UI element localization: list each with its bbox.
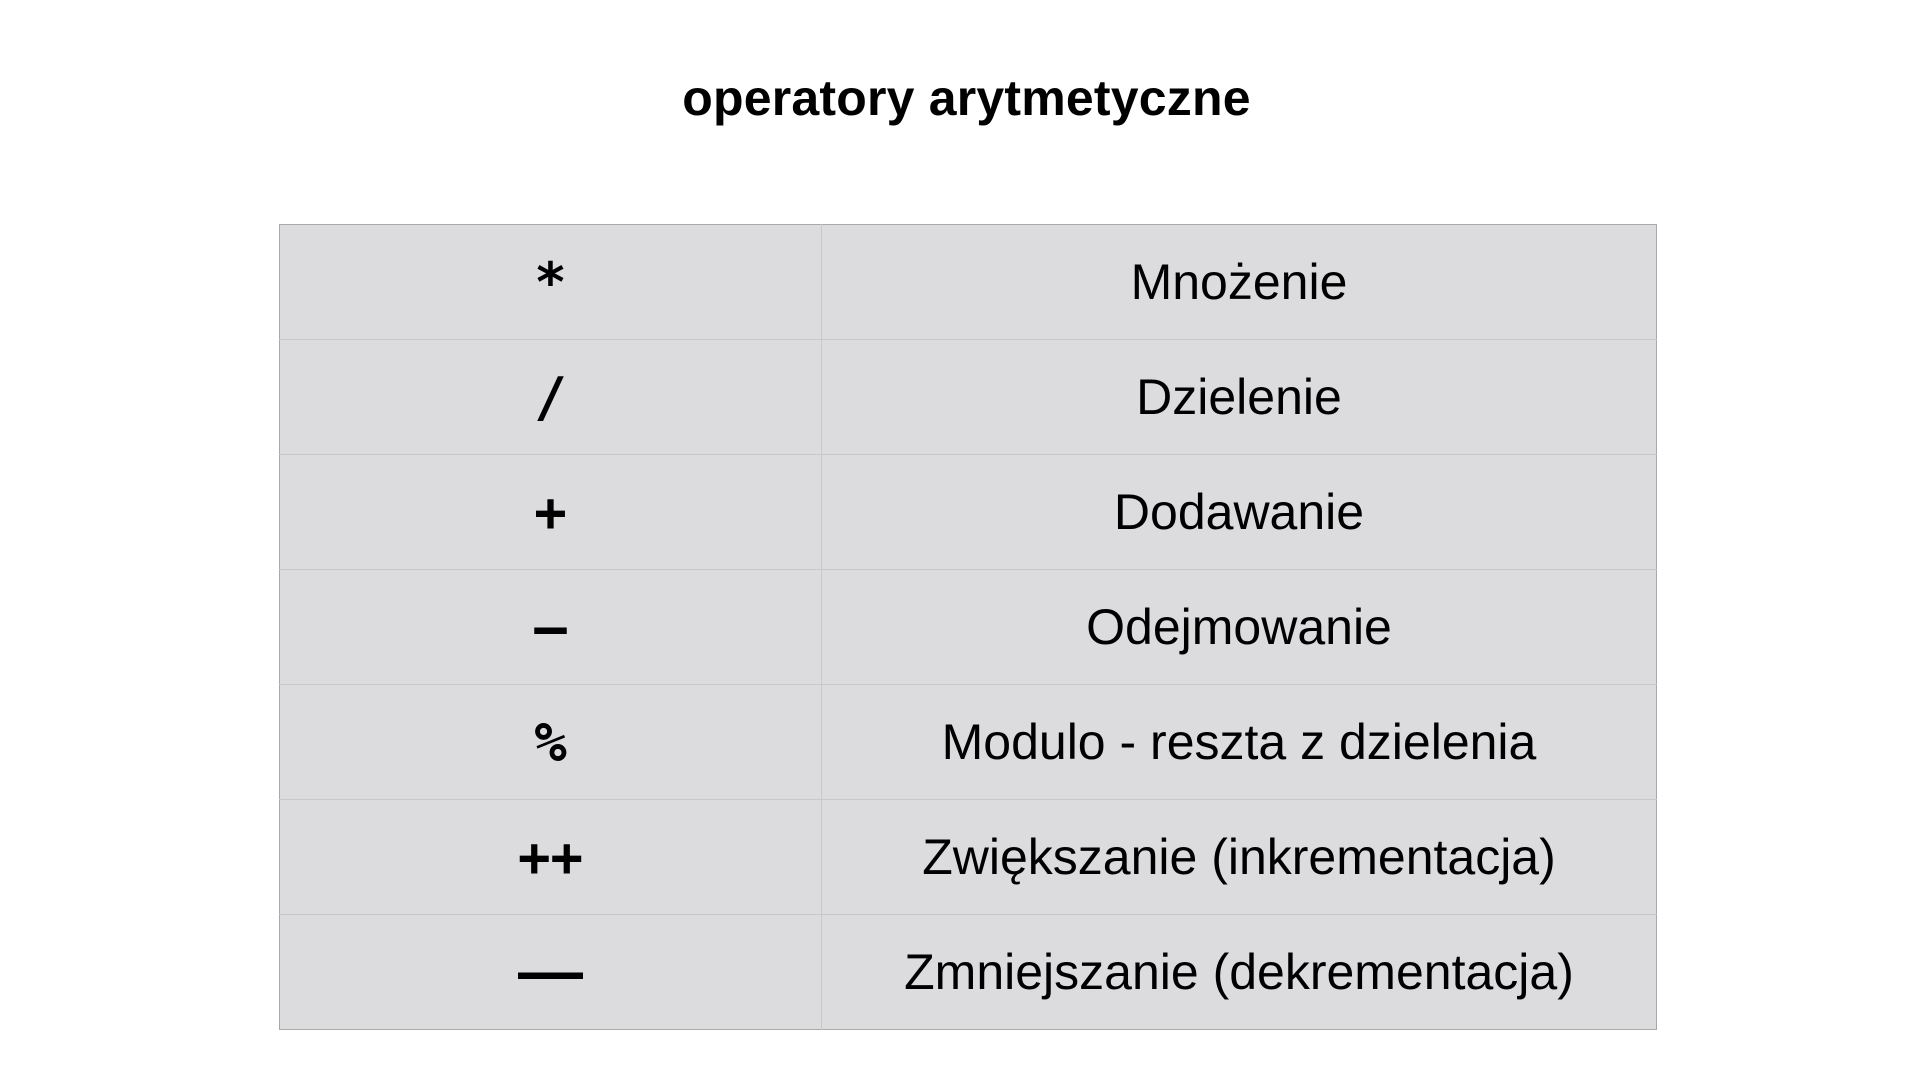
operator-symbol: ++ [279,799,822,915]
table-row: * Mnożenie [279,224,1657,340]
operator-description: Dodawanie [821,454,1657,570]
operator-symbol: % [279,684,822,800]
operators-table: * Mnożenie / Dzielenie + Dodawanie – Ode… [279,224,1657,1030]
operator-symbol: / [279,339,822,455]
table-row: ++ Zwiększanie (inkrementacja) [279,799,1657,915]
operator-symbol: –– [279,914,822,1030]
table-row: – Odejmowanie [279,569,1657,685]
table-row: / Dzielenie [279,339,1657,455]
operator-description: Odejmowanie [821,569,1657,685]
operator-description: Zmniejszanie (dekrementacja) [821,914,1657,1030]
operator-symbol: * [279,224,822,340]
table-row: % Modulo - reszta z dzielenia [279,684,1657,800]
operator-symbol: + [279,454,822,570]
operator-description: Modulo - reszta z dzielenia [821,684,1657,800]
operator-description: Zwiększanie (inkrementacja) [821,799,1657,915]
table-row: + Dodawanie [279,454,1657,570]
operator-symbol: – [279,569,822,685]
operator-description: Mnożenie [1130,254,1348,310]
slide-title: operatory arytmetyczne [682,70,1251,126]
operator-description: Dzielenie [821,339,1657,455]
table-row: –– Zmniejszanie (dekrementacja) [279,914,1657,1030]
